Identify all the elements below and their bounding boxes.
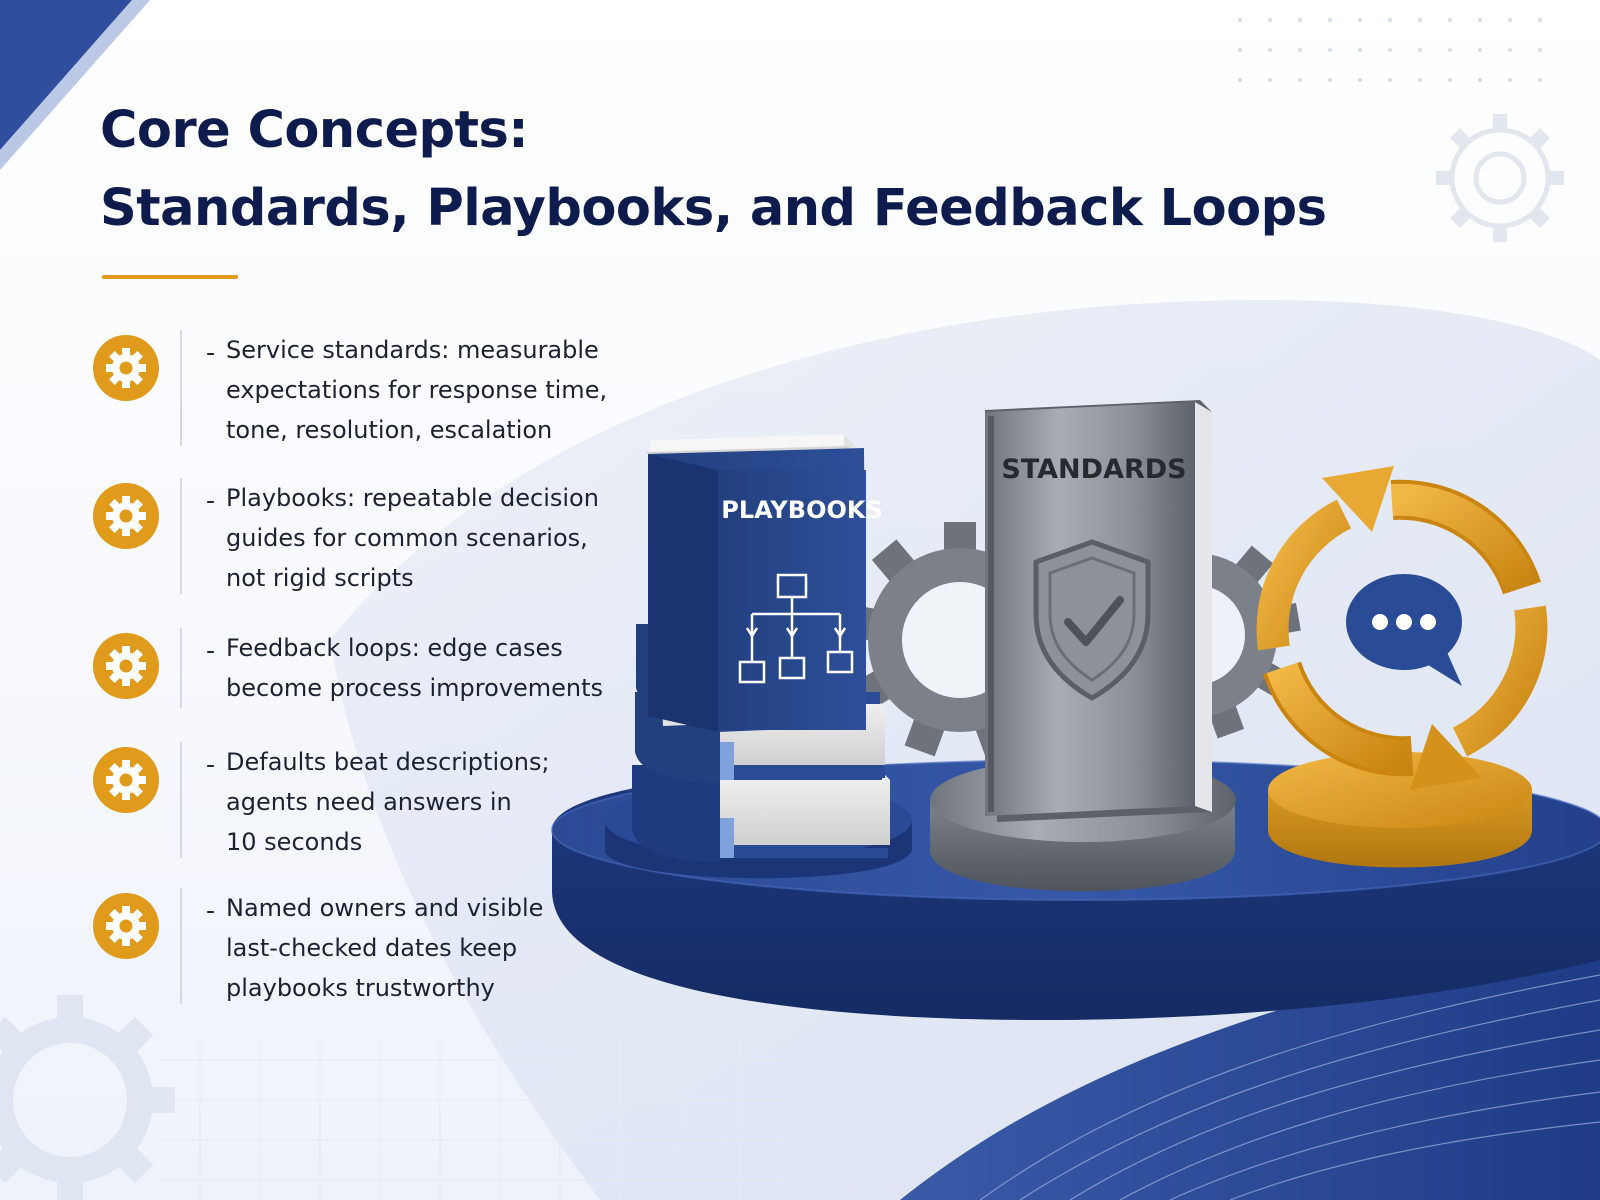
bullet-line: last-checked dates keep [226,934,518,962]
bullet-line: 10 seconds [226,828,363,856]
cycle-arrows-icon [1256,466,1548,790]
bullet-line: playbooks trustworthy [226,974,495,1002]
gear-icon [93,633,159,699]
title-underline [102,275,238,279]
bullet-line: expectations for response time, [226,376,608,404]
bullet-dash: - [206,338,216,367]
bullet-line: not rigid scripts [226,564,414,592]
playbooks-label: PLAYBOOKS [721,496,883,524]
gear-icon [93,483,159,549]
page-title: Core Concepts: Standards, Playbooks, and… [100,92,1520,248]
bullet-line: Playbooks: repeatable decision [226,484,599,512]
chat-bubble-icon [1346,574,1462,686]
bullet-divider [180,888,182,1004]
bullet-line: Service standards: measurable [226,336,599,364]
faint-gear-bottom-left [0,995,175,1200]
bullet-dash: - [206,896,216,925]
bullet-item: - Defaults beat descriptions; agents nee… [90,742,650,862]
bullet-line: guides for common scenarios, [226,524,588,552]
bullet-line: Feedback loops: edge cases [226,634,563,662]
bullet-text: Defaults beat descriptions; agents need … [226,742,666,862]
bullet-text: Feedback loops: edge cases become proces… [226,628,666,708]
faint-grid [160,1040,780,1200]
bullet-divider [180,478,182,594]
bullet-line: tone, resolution, escalation [226,416,553,444]
dot-grid [1238,18,1542,82]
gear-icon [93,893,159,959]
bullet-line: agents need answers in [226,788,512,816]
shield-check-icon [1033,539,1151,701]
bullet-item: - Service standards: measurable expectat… [90,330,650,450]
title-line-1: Core Concepts: [100,101,529,160]
bullet-divider [180,742,182,858]
bullet-item: - Feedback loops: edge cases become proc… [90,628,650,748]
flowchart-icon [738,573,854,684]
bullet-dash: - [206,636,216,665]
bullet-line: become process improvements [226,674,604,702]
gear-icon [93,747,159,813]
bullet-dash: - [206,486,216,515]
bullet-dash: - [206,750,216,779]
bottom-wave [900,930,1600,1200]
bullet-divider [180,330,182,446]
bullet-text: Service standards: measurable expectatio… [226,330,666,450]
bullet-text: Playbooks: repeatable decision guides fo… [226,478,666,598]
gear-icon [93,335,159,401]
bullet-item: - Playbooks: repeatable decision guides … [90,478,650,598]
bullet-line: Named owners and visible [226,894,544,922]
bullet-item: - Named owners and visible last-checked … [90,888,650,1008]
bullet-divider [180,628,182,708]
bullet-text: Named owners and visible last-checked da… [226,888,666,1008]
standards-book: STANDARDS [985,400,1212,822]
bullet-line: Defaults beat descriptions; [226,748,550,776]
playbooks-book: PLAYBOOKS [646,434,883,732]
title-line-2: Standards, Playbooks, and Feedback Loops [100,179,1327,238]
standards-label: STANDARDS [1001,454,1186,485]
faint-gear-top-right [1436,114,1564,242]
